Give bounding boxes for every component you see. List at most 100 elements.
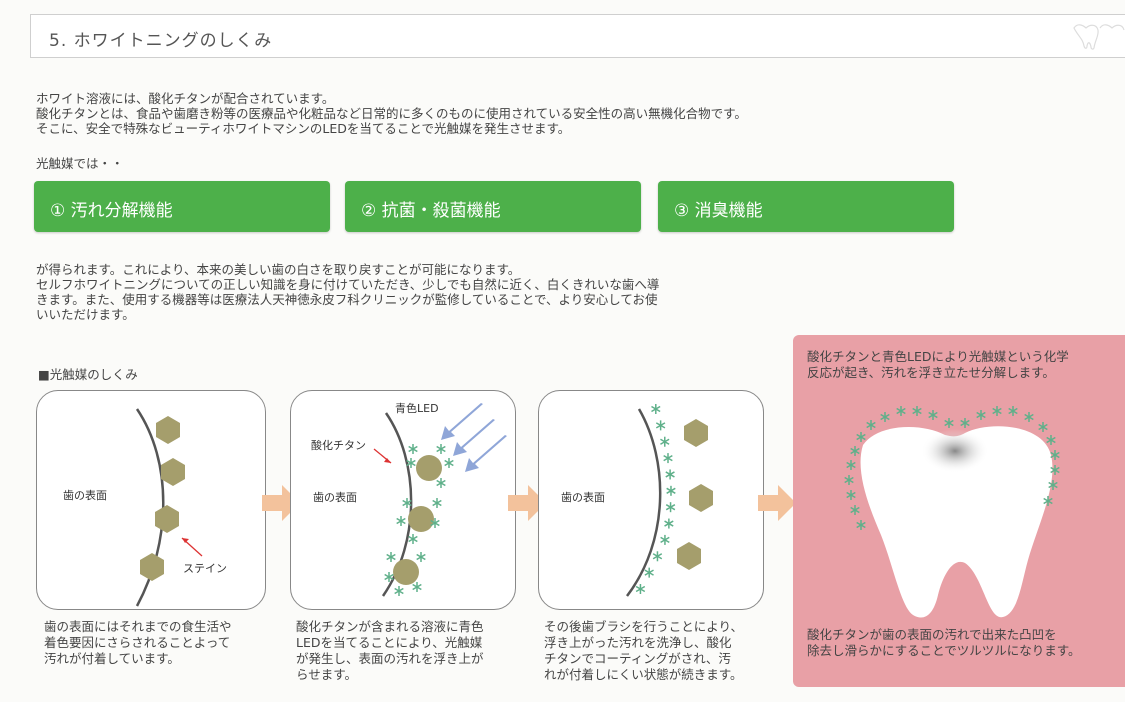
sparkle-icon	[666, 487, 676, 494]
sparkle-icon	[660, 536, 670, 544]
sparkle-icon	[644, 569, 654, 576]
sparkle-icon	[976, 411, 986, 419]
sparkle-icon	[665, 504, 676, 511]
function-badge-deodorize: ③ 消臭機能	[658, 181, 954, 232]
sparkle-icon	[402, 499, 412, 507]
sparkle-icon	[912, 407, 922, 415]
text-line: 除去し滑らかにすることでツルツルになります。	[807, 643, 1081, 658]
result-bottom-text: 酸化チタンが歯の表面の汚れで出来た凸凹を 除去し滑らかにすることでツルツルになり…	[807, 627, 1081, 659]
panel-result: 酸化チタンと青色LEDにより光触媒という化学 反応が起き、汚れを浮き立たせ分解し…	[793, 335, 1125, 687]
sparkle-icon	[652, 553, 663, 560]
caption-panel1: 歯の表面にはそれまでの食生活や 着色要因にさらされることよって 汚れが付着してい…	[44, 619, 232, 667]
sparkle-icon	[384, 573, 394, 581]
sparkle-icon	[432, 499, 442, 507]
sparkle-icon	[1008, 407, 1018, 415]
tooth-logo-icon	[1073, 24, 1125, 50]
tooth-illustration	[844, 406, 1060, 618]
sparkle-icon	[880, 413, 890, 421]
stain-hexagons	[677, 419, 713, 570]
function-badge-decomposition: ① 汚れ分解機能	[34, 181, 330, 232]
caption-line: 歯の表面にはそれまでの食生活や	[44, 619, 232, 634]
sparkle-icon	[664, 520, 674, 527]
sparkle-icon	[436, 445, 446, 453]
sparkle-icon	[386, 553, 396, 561]
sparkle-icon	[928, 411, 938, 419]
body-line: きます。また、使用する機器等は医療法人天神徳永皮フ科クリニックが監修していること…	[36, 292, 658, 307]
sparkle-icon	[444, 459, 454, 467]
surface-label: 歯の表面	[561, 491, 605, 504]
intro-line: そこに、安全で特殊なビューティホワイトマシンのLEDを当てることで光触媒を発生さ…	[36, 121, 571, 136]
blue-led-label: 青色LED	[395, 402, 439, 415]
sparkle-icon	[660, 438, 670, 445]
body-line: いいただけます。	[36, 307, 135, 322]
caption-line: その後歯ブラシを行うことにより、	[544, 619, 744, 634]
text-line: 酸化チタンと青色LEDにより光触媒という化学	[807, 349, 1069, 364]
sparkle-icon	[866, 421, 876, 429]
caption-panel3: その後歯ブラシを行うことにより、 浮き上がった汚れを洗浄し、酸化 チタンでコーテ…	[544, 619, 743, 683]
section-title: 5. ホワイトニングのしくみ	[49, 31, 273, 51]
sparkle-icon	[850, 506, 860, 514]
sparkle-icon	[960, 419, 970, 427]
body-line: が得られます。これにより、本来の美しい歯の白さを取り戻すことが可能になります。	[36, 262, 521, 277]
sparkle-icon	[1050, 466, 1060, 474]
sparkle-icon	[944, 419, 954, 427]
sparkle-icon	[394, 587, 404, 595]
sparkle-icon	[896, 407, 906, 415]
blue-led-arrows-icon	[441, 403, 507, 472]
sparkle-icon	[651, 405, 661, 413]
sparkle-icon	[846, 491, 856, 499]
panel-coating: 歯の表面	[538, 390, 764, 610]
intro-line: ホワイト溶液には、酸化チタンが配合されています。	[36, 91, 335, 106]
sparkle-icon	[1046, 436, 1056, 444]
text-line: 酸化チタンが歯の表面の汚れで出来た凸凹を	[807, 627, 1057, 642]
sparkle-icon	[850, 447, 860, 455]
sparkle-icon	[665, 471, 675, 478]
function-badge-antibacterial: ② 抗菌・殺菌機能	[345, 181, 641, 232]
titanium-label: 酸化チタン	[311, 439, 366, 452]
result-top-text: 酸化チタンと青色LEDにより光触媒という化学 反応が起き、汚れを浮き立たせ分解し…	[807, 349, 1069, 381]
caption-line: 浮き上がった汚れを洗浄し、酸化	[544, 635, 732, 650]
body-line: セルフホワイトニングについての正しい知識を身に付けていただき、少しでも自然に近く…	[36, 277, 660, 292]
sparkle-icon	[992, 407, 1002, 415]
caption-line: LEDを当てることにより、光触媒	[296, 635, 483, 650]
sparkle-icon	[408, 445, 418, 453]
caption-line: 着色要因にさらされることよって	[44, 635, 231, 650]
sparkle-icon	[436, 479, 446, 487]
sparkle-icon	[416, 553, 426, 561]
sparkle-icon	[412, 583, 422, 591]
text-line: 反応が起き、汚れを浮き立たせ分解します。	[807, 365, 1055, 380]
stain-label: ステイン	[183, 562, 227, 575]
caption-line: 汚れが付着しています。	[44, 651, 180, 666]
stain-hexagons	[140, 416, 185, 581]
section-title-box: 5. ホワイトニングのしくみ	[30, 14, 1125, 58]
caption-line: 酸化チタンが含まれる溶液に青色	[296, 619, 484, 634]
caption-line: が発生し、表面の汚れを浮き上が	[296, 651, 484, 666]
sparkle-icon	[1048, 481, 1058, 489]
panel-photocatalyst: 青色LED 酸化チタン 歯の表面	[290, 390, 516, 610]
sparkle-icon	[655, 422, 666, 429]
body-text: が得られます。これにより、本来の美しい歯の白さを取り戻すことが可能になります。 …	[36, 262, 659, 322]
panel2-illustration	[373, 403, 507, 597]
surface-label: 歯の表面	[63, 489, 107, 502]
sparkle-icon	[408, 535, 418, 543]
panel-stain: 歯の表面 ステイン	[36, 390, 266, 610]
sparkle-icon	[846, 461, 856, 469]
arrow-right-icon	[758, 485, 796, 521]
panel3-illustration	[626, 404, 713, 597]
sparkle-icon	[1050, 451, 1060, 459]
intro-text: ホワイト溶液には、酸化チタンが配合されています。 酸化チタンとは、食品や歯磨き粉…	[36, 91, 747, 136]
sparkle-icon	[406, 459, 416, 467]
sparkle-icon	[856, 521, 866, 529]
surface-label: 歯の表面	[313, 491, 357, 504]
sparkle-icon	[1038, 423, 1048, 431]
intro-line: 酸化チタンとは、食品や歯磨き粉等の医療品や化粧品など日常的に多くのものに使用され…	[36, 106, 747, 121]
sparkle-icon	[430, 519, 440, 527]
caption-line: れが付着しにくい状態が続きます。	[544, 667, 743, 682]
lead-text: 光触媒では・・	[36, 156, 124, 171]
caption-panel2: 酸化チタンが含まれる溶液に青色 LEDを当てることにより、光触媒 が発生し、表面…	[296, 619, 484, 683]
sparkle-icon	[1024, 413, 1034, 421]
panel1-illustration	[135, 408, 203, 607]
diagram-heading: ■光触媒のしくみ	[38, 367, 138, 382]
sparkle-icon	[635, 585, 646, 593]
sparkle-icon	[396, 517, 406, 525]
